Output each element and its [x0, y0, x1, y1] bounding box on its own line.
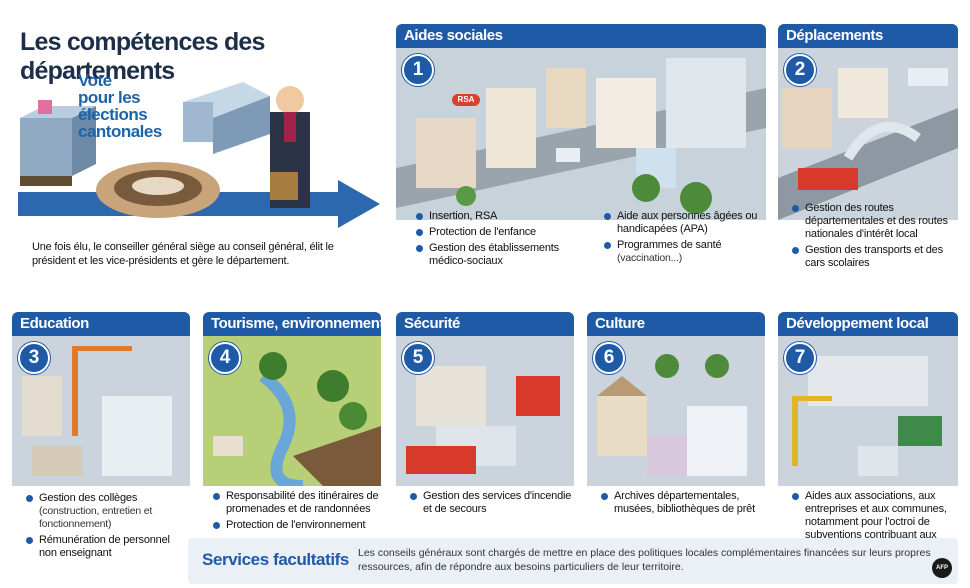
list-item: Responsabilité des itinéraires de promen…: [213, 490, 381, 516]
list-item: Protection de l'enfance: [416, 226, 596, 239]
panel-education: Education 3 Gestion des collèges(constru…: [12, 312, 190, 572]
services-facultatifs-box: Services facultatifs Les conseils généra…: [188, 538, 958, 584]
city-illustration: [396, 48, 766, 220]
badge-number: 5: [402, 342, 434, 374]
aides-list-left: Insertion, RSA Protection de l'enfance G…: [416, 210, 596, 271]
culture-list: Archives départementales, musées, biblio…: [601, 490, 765, 519]
afp-logo: AFP: [932, 558, 952, 578]
panel-aides-sociales: Aides sociales 1 RSA Insertion, RSA Prot…: [396, 24, 766, 286]
education-list: Gestion des collèges(construction, entre…: [26, 492, 190, 563]
badge-number: 2: [784, 54, 816, 86]
badge-number: 7: [784, 342, 816, 374]
badge-number: 4: [209, 342, 241, 374]
list-item: Gestion des transports et des cars scola…: [792, 244, 952, 270]
panel-header: Culture: [587, 312, 765, 336]
aides-list-right: Aide aux personnes âgées ou handicapées …: [604, 210, 762, 268]
list-item: Protection de l'environnement: [213, 519, 381, 532]
panel-header: Tourisme, environnement: [203, 312, 384, 336]
panel-header: Déplacements: [778, 24, 958, 48]
list-item: Gestion des établissements médico-sociau…: [416, 242, 596, 268]
badge-number: 3: [18, 342, 50, 374]
panel-deplacements: Déplacements 2 Gestion des routes départ…: [778, 24, 958, 286]
list-item: Aide aux personnes âgées ou handicapées …: [604, 210, 762, 236]
rsa-sign: RSA: [452, 94, 480, 106]
deplacements-list: Gestion des routes départementales et de…: [792, 202, 952, 273]
tourisme-list: Responsabilité des itinéraires de promen…: [213, 490, 381, 535]
badge-number: 6: [593, 342, 625, 374]
list-item: Gestion des collèges(construction, entre…: [26, 492, 190, 531]
election-illustration: [18, 82, 380, 228]
intro-text: Une fois élu, le conseiller général sièg…: [32, 241, 334, 267]
panel-securite: Sécurité 5 Gestion des services d'incend…: [396, 312, 574, 538]
services-text: Les conseils généraux sont chargés de me…: [358, 547, 931, 573]
services-title: Services facultatifs: [202, 550, 349, 569]
page-title: Les compétences des départements: [20, 28, 265, 85]
list-item: Programmes de santé(vaccination...): [604, 239, 762, 265]
panel-header: Développement local: [778, 312, 958, 336]
list-item: Rémunération de personnel non enseignant: [26, 534, 190, 560]
badge-number: 1: [402, 54, 434, 86]
panel-header: Education: [12, 312, 190, 336]
list-item: Gestion des services d'incendie et de se…: [410, 490, 574, 516]
list-item: Archives départementales, musées, biblio…: [601, 490, 765, 516]
panel-culture: Culture 6 Archives départementales, musé…: [587, 312, 765, 538]
securite-list: Gestion des services d'incendie et de se…: [410, 490, 574, 519]
panel-header: Aides sociales: [396, 24, 766, 48]
list-item: Insertion, RSA: [416, 210, 596, 223]
list-item: Gestion des routes départementales et de…: [792, 202, 952, 241]
panel-tourisme: Tourisme, environnement 4 Responsabilité…: [203, 312, 384, 538]
panel-header: Sécurité: [396, 312, 574, 336]
panel-developpement: Développement local 7 Aides aux associat…: [778, 312, 958, 554]
